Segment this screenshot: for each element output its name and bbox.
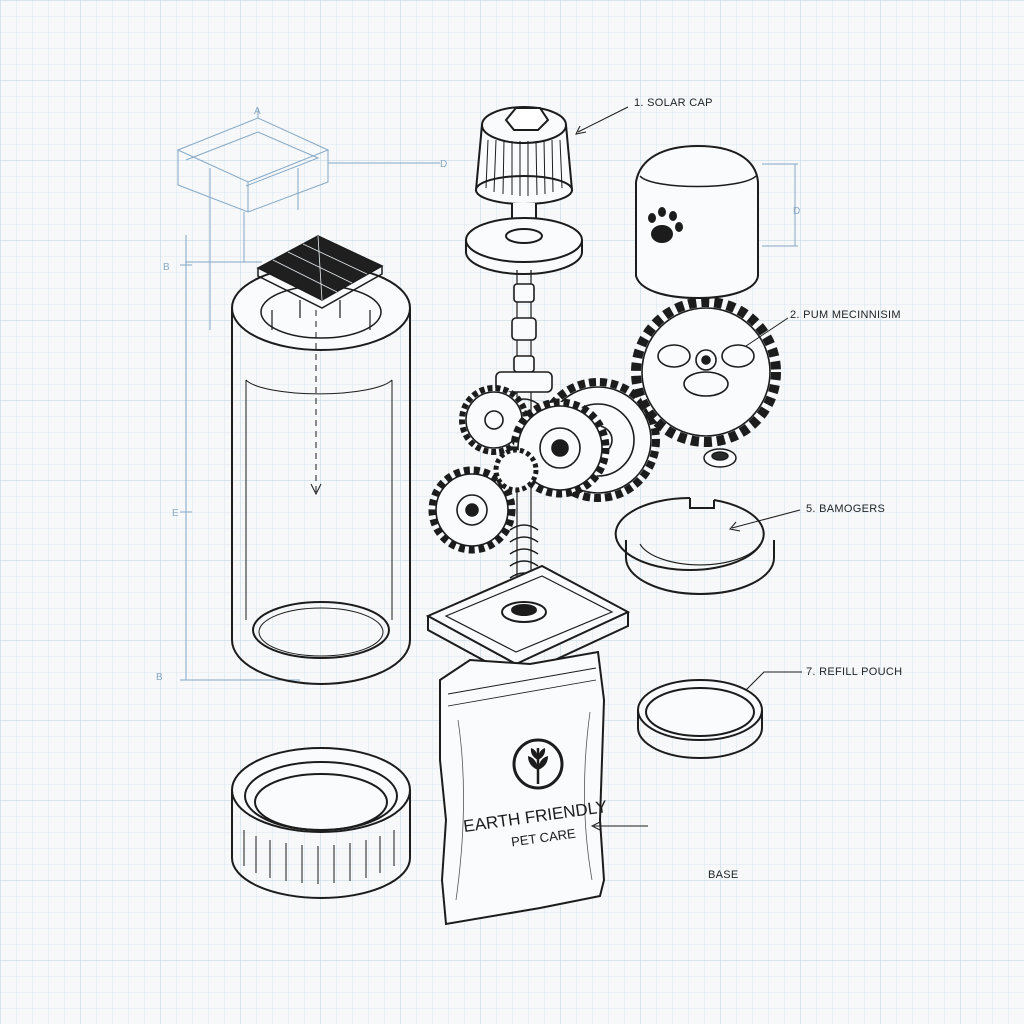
paw-print-icon: [648, 207, 683, 243]
leader-lines: [575, 106, 802, 831]
threaded-lid: [231, 747, 411, 899]
construction-lines: [176, 108, 440, 681]
dim-mark-left-b: E: [172, 508, 179, 519]
paw-cap: [635, 144, 798, 300]
dim-mark-top: A: [254, 106, 261, 117]
callout-bamogers: 5. BAMOGERS: [806, 503, 885, 515]
leaf-logo-icon: [512, 738, 564, 790]
dim-mark-right-cap: D: [793, 206, 800, 217]
callout-solar-cap: 1. SOLAR CAP: [634, 97, 713, 109]
callout-pump-mechanism: 2. PUM MECINNISIM: [790, 309, 901, 321]
dim-mark-left-a: B: [163, 262, 170, 273]
callout-base: BASE: [708, 869, 739, 881]
small-ring: [637, 679, 763, 759]
dim-mark-left-c: B: [156, 672, 163, 683]
callout-refill-pouch: 7. REFILL POUCH: [806, 666, 902, 678]
gear-cluster: [428, 378, 660, 554]
washer: [703, 448, 737, 468]
split-ring: [614, 496, 775, 595]
solar-panel: [256, 235, 384, 318]
dim-mark-right-upper: D: [440, 159, 447, 170]
base-plate: [425, 564, 631, 680]
drive-shaft: [495, 270, 553, 603]
large-gear: [631, 297, 781, 447]
solar-cap: [465, 106, 583, 275]
refill-pouch: EARTH FRIENDLY PET CARE: [439, 650, 608, 926]
